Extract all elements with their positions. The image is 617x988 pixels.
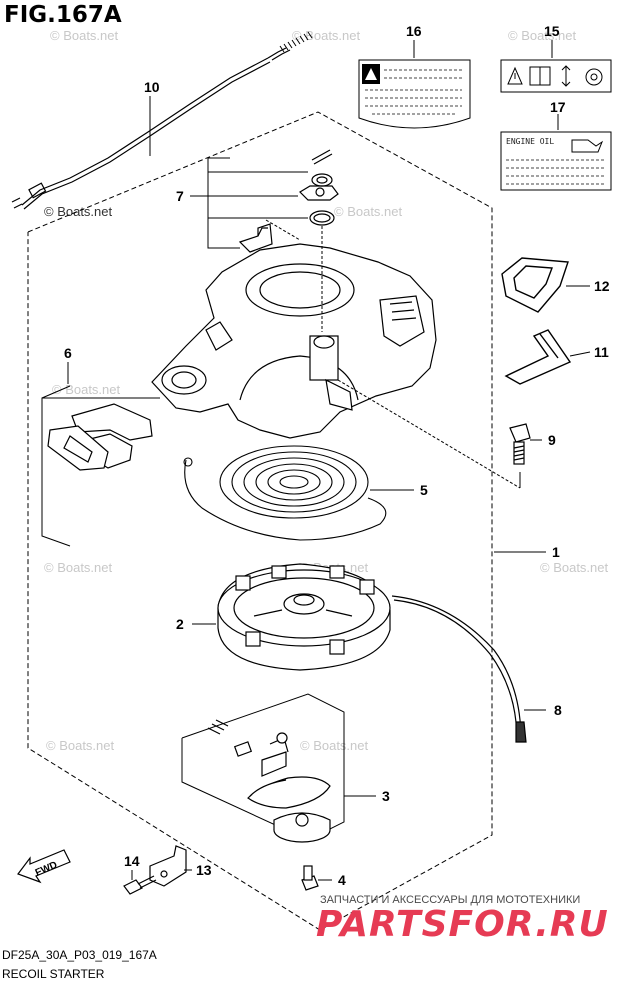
watermark: © Boats.net	[44, 204, 113, 219]
callout-14: 14	[124, 853, 140, 869]
watermark: © Boats.net	[52, 382, 121, 397]
callout-7: 7	[176, 188, 184, 204]
clamp-13	[149, 845, 187, 887]
brand-logo: PARTSFOR.RU	[316, 904, 609, 945]
callout-16: 16	[406, 23, 422, 39]
callout-15: 15	[544, 23, 560, 39]
watermark: © Boats.net	[50, 28, 119, 43]
starter-handle	[47, 403, 153, 471]
callout-11: 11	[594, 344, 609, 360]
grommet	[504, 329, 572, 385]
reel	[217, 563, 391, 671]
screw-4	[301, 865, 319, 891]
bolt-9	[509, 423, 531, 465]
fwd-arrow-icon: FWD	[17, 849, 71, 884]
ratchet-kit	[207, 719, 331, 843]
watermark: © Boats.net	[334, 204, 403, 219]
section-title: RECOIL STARTER	[2, 967, 105, 981]
brand-tagline: ЗАПЧАСТИ И АКСЕССУАРЫ ДЛЯ МОТОТЕХНИКИ	[320, 894, 581, 906]
bracket-kit	[238, 149, 339, 253]
callout-9: 9	[548, 432, 556, 448]
engine-oil-label-17: ENGINE OIL	[500, 131, 612, 191]
callout-3: 3	[382, 788, 390, 804]
callout-13: 13	[196, 862, 212, 878]
watermark: © Boats.net	[540, 560, 609, 575]
callout-2: 2	[176, 616, 184, 632]
cushion	[501, 257, 569, 313]
watermark: © Boats.net	[300, 738, 369, 753]
bolt-14	[123, 875, 157, 895]
recoil-spring	[183, 445, 387, 541]
callout-12: 12	[594, 278, 610, 294]
figure-title: FIG.167A	[4, 2, 122, 28]
callout-8: 8	[554, 702, 562, 718]
bracket-kit-bracket	[207, 157, 308, 249]
callout-10: 10	[144, 79, 160, 95]
callout-6: 6	[64, 345, 72, 361]
callout-17: 17	[550, 99, 566, 115]
caution-label-15	[500, 59, 612, 93]
watermark: © Boats.net	[44, 560, 113, 575]
callout-1: 1	[552, 544, 560, 560]
starter-rope	[391, 595, 527, 743]
callout-4: 4	[338, 872, 346, 888]
engine-oil-text: ENGINE OIL	[506, 137, 554, 146]
watermark: © Boats.net	[508, 28, 577, 43]
leader-lines	[67, 40, 591, 881]
callout-5: 5	[420, 482, 428, 498]
assembly-boundary	[27, 111, 493, 931]
watermark: © Boats.net	[292, 28, 361, 43]
watermark: © Boats.net	[46, 738, 115, 753]
starter-case	[151, 243, 437, 439]
ratchet-kit-frame	[181, 693, 345, 841]
starter-handle-bracket	[41, 385, 71, 547]
warning-label-16	[358, 59, 471, 129]
neutral-start-cable	[11, 31, 313, 210]
callout-numbers: 10 16 15 17 7 6 12 11 9 5 1 2 8 3 4 13 1…	[64, 23, 610, 888]
diagram-code: DF25A_30A_P03_019_167A	[2, 948, 157, 962]
